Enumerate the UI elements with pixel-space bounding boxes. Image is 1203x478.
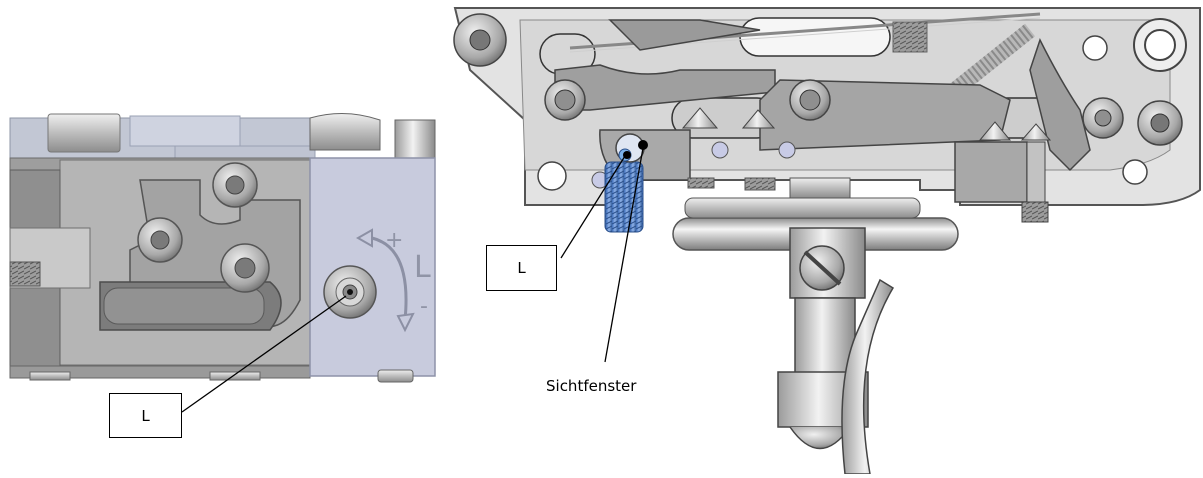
adjust-direction-arrow-icon <box>371 236 408 321</box>
minus-label: - <box>420 294 428 319</box>
right-screw-right <box>1082 97 1183 146</box>
right-screw-center <box>789 79 831 121</box>
left-screw-middle <box>137 217 183 263</box>
sight-window-caption: Sichtfenster <box>546 377 637 395</box>
plus-label: + <box>385 228 404 253</box>
right-assembly-view <box>453 7 1201 475</box>
left-callout-box: L <box>109 393 182 438</box>
left-screw-lower <box>220 243 270 293</box>
right-callout-box: L <box>486 245 557 291</box>
left-housing-block <box>309 157 436 377</box>
sight-window-marker <box>638 140 648 150</box>
adjust-letter-label: L <box>414 250 431 285</box>
right-screw-left <box>544 79 586 121</box>
right-screw-top-ring <box>1133 18 1187 72</box>
right-screw-topleft <box>453 13 507 67</box>
left-adjust-screw <box>323 265 377 319</box>
trigger-assembly <box>777 227 895 475</box>
left-assembly-view <box>9 112 436 383</box>
left-screw-top <box>212 162 258 208</box>
callout-leaders <box>181 147 644 413</box>
spring-upper <box>892 21 928 53</box>
